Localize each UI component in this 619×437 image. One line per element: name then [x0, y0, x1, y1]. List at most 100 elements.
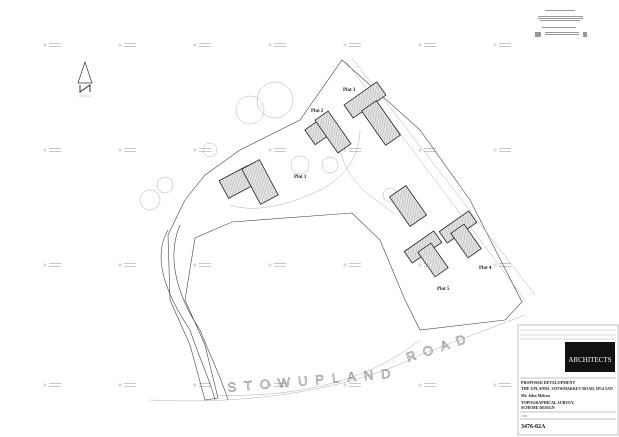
grid-coordinate-mark — [499, 43, 511, 44]
grid-coordinate-mark — [349, 383, 361, 384]
building-plot-5 — [403, 230, 449, 278]
grid-markers — [43, 43, 511, 387]
grid-cross — [193, 43, 197, 47]
road-label-stowupland: STOWUPLAND — [227, 365, 399, 395]
building-plot-4 — [438, 210, 482, 259]
road-label-road: ROAD — [404, 329, 475, 365]
grid-coordinate-mark — [349, 266, 361, 267]
grid-coordinate-mark — [274, 266, 286, 267]
grid-coordinate-mark — [199, 383, 211, 384]
access-road — [160, 229, 216, 401]
grid-coordinate-mark — [124, 263, 136, 264]
grid-coordinate-mark — [49, 263, 61, 264]
grid-cross — [43, 148, 47, 152]
grid-coordinate-mark — [274, 43, 286, 44]
grid-coordinate-mark — [349, 151, 361, 152]
north-arrow-icon — [77, 60, 93, 97]
grid-cross — [268, 148, 272, 152]
plot-label: Plot 2 — [311, 109, 324, 114]
grid-coordinate-mark — [199, 263, 211, 264]
plot-label: Plot 1 — [294, 175, 307, 180]
grid-cross — [118, 148, 122, 152]
grid-coordinate-mark — [349, 46, 361, 47]
grid-coordinate-mark — [199, 43, 211, 44]
grid-coordinate-mark — [499, 148, 511, 149]
grid-coordinate-mark — [49, 386, 61, 387]
grid-coordinate-mark — [199, 266, 211, 267]
grid-coordinate-mark — [49, 266, 61, 267]
grid-coordinate-mark — [124, 266, 136, 267]
grid-coordinate-mark — [49, 148, 61, 149]
trees — [139, 81, 398, 211]
grid-coordinate-mark — [124, 148, 136, 149]
grid-cross — [43, 383, 47, 387]
grid-cross — [193, 148, 197, 152]
copyright-notes — [535, 10, 587, 37]
grid-cross — [418, 148, 422, 152]
grid-cross — [118, 43, 122, 47]
grid-coordinate-mark — [424, 151, 436, 152]
grid-cross — [343, 43, 347, 47]
building-unit — [388, 184, 428, 228]
grid-coordinate-mark — [349, 386, 361, 387]
grid-cross — [268, 263, 272, 267]
building-plot-3 — [343, 81, 401, 146]
grid-coordinate-mark — [499, 266, 511, 267]
grid-cross — [418, 43, 422, 47]
title-block: ARCHITECTS PROPOSED DEVELOPMENT THE UPLA… — [517, 324, 619, 436]
client-name: Mr. John Melton — [521, 393, 551, 398]
grid-coordinate-mark — [424, 46, 436, 47]
grid-cross — [343, 263, 347, 267]
plot-label: Plot 3 — [343, 88, 356, 93]
grid-cross — [493, 383, 497, 387]
grid-cross — [118, 263, 122, 267]
grid-coordinate-mark — [424, 386, 436, 387]
practice-logo: ARCHITECTS — [568, 356, 611, 364]
building-plot-1 — [218, 159, 279, 205]
grid-cross — [343, 383, 347, 387]
building-plot-2 — [304, 110, 352, 154]
grid-cross — [418, 263, 422, 267]
grid-coordinate-mark — [274, 151, 286, 152]
grid-coordinate-mark — [424, 383, 436, 384]
grid-coordinate-mark — [124, 383, 136, 384]
drawing-number: 3476-02A — [521, 424, 546, 430]
grid-coordinate-mark — [349, 43, 361, 44]
grid-cross — [268, 43, 272, 47]
grid-coordinate-mark — [199, 46, 211, 47]
grid-cross — [43, 43, 47, 47]
grid-coordinate-mark — [274, 263, 286, 264]
grid-coordinate-mark — [49, 43, 61, 44]
grid-coordinate-mark — [124, 43, 136, 44]
drawing-title: TOPOGRAPHICAL SURVEY, — [521, 400, 574, 405]
site-boundary — [167, 59, 523, 401]
grid-coordinate-mark — [49, 383, 61, 384]
grid-coordinate-mark — [49, 46, 61, 47]
grid-coordinate-mark — [274, 46, 286, 47]
grid-cross — [268, 383, 272, 387]
grid-coordinate-mark — [199, 148, 211, 149]
grid-coordinate-mark — [199, 151, 211, 152]
grid-coordinate-mark — [499, 386, 511, 387]
grid-cross — [343, 148, 347, 152]
grid-coordinate-mark — [499, 383, 511, 384]
grid-coordinate-mark — [424, 148, 436, 149]
plot-label: Plot 5 — [437, 287, 450, 292]
grid-cross — [118, 383, 122, 387]
grid-coordinate-mark — [124, 151, 136, 152]
grid-coordinate-mark — [274, 148, 286, 149]
grid-coordinate-mark — [274, 386, 286, 387]
grid-coordinate-mark — [499, 151, 511, 152]
project-title: PROPOSED DEVELOPMENT — [521, 380, 575, 385]
grid-coordinate-mark — [274, 383, 286, 384]
grid-coordinate-mark — [499, 46, 511, 47]
plot-label: Plot 4 — [479, 266, 492, 271]
grid-cross — [43, 263, 47, 267]
grid-coordinate-mark — [49, 151, 61, 152]
grid-coordinate-mark — [499, 263, 511, 264]
grid-coordinate-mark — [124, 46, 136, 47]
grid-coordinate-mark — [349, 148, 361, 149]
scale: 1:500 — [521, 415, 528, 418]
grid-cross — [418, 383, 422, 387]
